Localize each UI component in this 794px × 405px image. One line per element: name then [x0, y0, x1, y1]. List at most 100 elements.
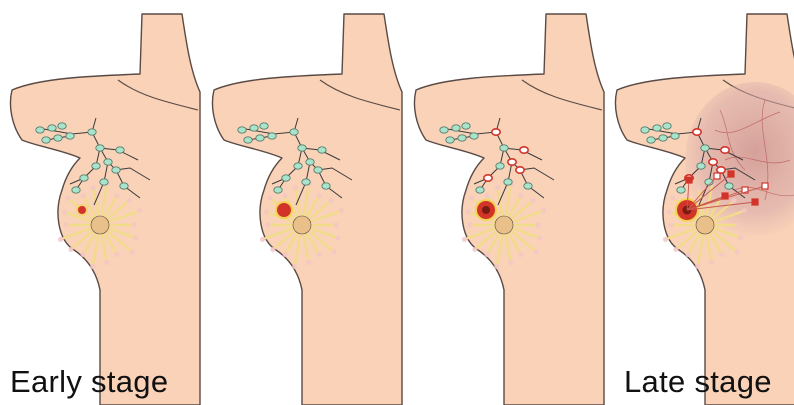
lobule [282, 193, 287, 198]
lobule [695, 264, 700, 269]
lymph-node [260, 123, 268, 129]
lobule [137, 208, 142, 213]
lobule [306, 260, 311, 265]
lobule [738, 235, 743, 240]
spread-lesion [762, 183, 768, 189]
lobule [282, 252, 287, 257]
body-silhouette [10, 14, 200, 405]
lobule [518, 193, 523, 198]
lymph-node [96, 145, 104, 151]
invaded-lymph-node [721, 147, 729, 153]
stage-panel [10, 14, 200, 405]
invaded-lymph-node [492, 129, 500, 135]
lymph-node [92, 163, 100, 169]
lobule [663, 237, 668, 242]
lymph-node [677, 187, 685, 193]
lobule [735, 249, 740, 254]
lymph-node [446, 137, 454, 143]
lobule [264, 209, 269, 214]
lobule [494, 264, 499, 269]
lobule [667, 209, 672, 214]
lobule [335, 235, 340, 240]
tumor [78, 206, 86, 214]
lymph-node [290, 129, 298, 135]
lobule [114, 193, 119, 198]
lobule [260, 237, 265, 242]
lobule [472, 247, 477, 252]
lobule [670, 195, 675, 200]
lobule [62, 209, 67, 214]
tumor-core [482, 206, 490, 214]
lobule [65, 195, 70, 200]
lymph-node [112, 167, 120, 173]
lymph-node [725, 183, 733, 189]
lymph-node [458, 135, 466, 141]
lobule [466, 209, 471, 214]
lobule [469, 195, 474, 200]
invaded-lymph-node [717, 167, 725, 173]
lobule [696, 185, 701, 190]
lobule [333, 222, 338, 227]
lobule [316, 193, 321, 198]
lobule [668, 222, 673, 227]
lobule [719, 252, 724, 257]
spread-lesion [686, 177, 692, 183]
spread-lesion [728, 171, 734, 177]
lymph-node [701, 145, 709, 151]
lobule [63, 222, 68, 227]
invaded-lymph-node [516, 167, 524, 173]
tumor [277, 203, 291, 217]
lymph-node [306, 159, 314, 165]
invaded-lymph-node [693, 129, 701, 135]
spread-lesion [722, 193, 728, 199]
lobule [316, 252, 321, 257]
lymph-node [244, 137, 252, 143]
lobule [329, 198, 334, 203]
lymph-node [120, 183, 128, 189]
lymph-node [647, 137, 655, 143]
early-stage-caption: Early stage [10, 364, 168, 400]
lymph-node [697, 163, 705, 169]
lobule [332, 249, 337, 254]
areola [495, 216, 513, 234]
lymph-node [663, 123, 671, 129]
lobule [90, 264, 95, 269]
lymph-node [653, 125, 661, 131]
lymph-node [238, 127, 246, 133]
lobule [534, 249, 539, 254]
lobule [462, 237, 467, 242]
lobule [535, 222, 540, 227]
lobule [339, 208, 344, 213]
lymph-node [524, 183, 532, 189]
lobule [127, 198, 132, 203]
lymph-node [88, 129, 96, 135]
lymph-node [256, 135, 264, 141]
lymph-node [452, 125, 460, 131]
lymph-node [470, 133, 478, 139]
body-silhouette [414, 14, 604, 405]
stage-panel [414, 14, 604, 405]
lobule [518, 252, 523, 257]
invaded-lymph-node [508, 159, 516, 165]
lymph-node [322, 183, 330, 189]
lobule [270, 247, 275, 252]
invaded-lymph-node [484, 175, 492, 181]
lobule [80, 252, 85, 257]
spread-lesion [714, 173, 720, 179]
lobule [104, 260, 109, 265]
lobule [736, 222, 741, 227]
body-silhouette [212, 14, 402, 405]
lobule [267, 195, 272, 200]
lymph-node [671, 133, 679, 139]
areola [696, 216, 714, 234]
lobule [531, 198, 536, 203]
lymph-node [440, 127, 448, 133]
lobule [537, 235, 542, 240]
lymph-node [302, 179, 310, 185]
lobule [685, 252, 690, 257]
lobule [495, 185, 500, 190]
lobule [80, 193, 85, 198]
lymph-node [116, 147, 124, 153]
lobule [484, 252, 489, 257]
